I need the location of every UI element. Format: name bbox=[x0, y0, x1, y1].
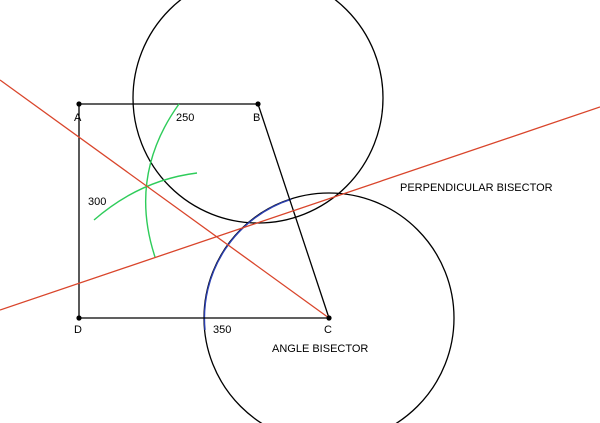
vertex-c bbox=[326, 315, 332, 321]
label-side-ad: 300 bbox=[88, 196, 106, 208]
blue-arc bbox=[203, 198, 292, 331]
circle-centered-c bbox=[203, 192, 455, 423]
label-side-ab: 250 bbox=[176, 112, 194, 124]
label-a: A bbox=[74, 112, 82, 124]
label-c: C bbox=[324, 324, 332, 336]
vertex-a bbox=[76, 101, 82, 107]
label-perpendicular-bisector: PERPENDICULAR BISECTOR bbox=[400, 182, 553, 194]
angle-bisector-line bbox=[0, 79, 330, 319]
green-arc-vertical bbox=[145, 103, 180, 258]
label-side-dc: 350 bbox=[213, 324, 231, 336]
label-b: B bbox=[253, 112, 260, 124]
vertex-d bbox=[76, 315, 82, 321]
perpendicular-bisector-line bbox=[0, 106, 600, 311]
label-d: D bbox=[74, 324, 82, 336]
vertex-b bbox=[255, 101, 261, 107]
label-angle-bisector: ANGLE BISECTOR bbox=[272, 343, 368, 355]
green-arc-horizontal bbox=[93, 172, 198, 221]
